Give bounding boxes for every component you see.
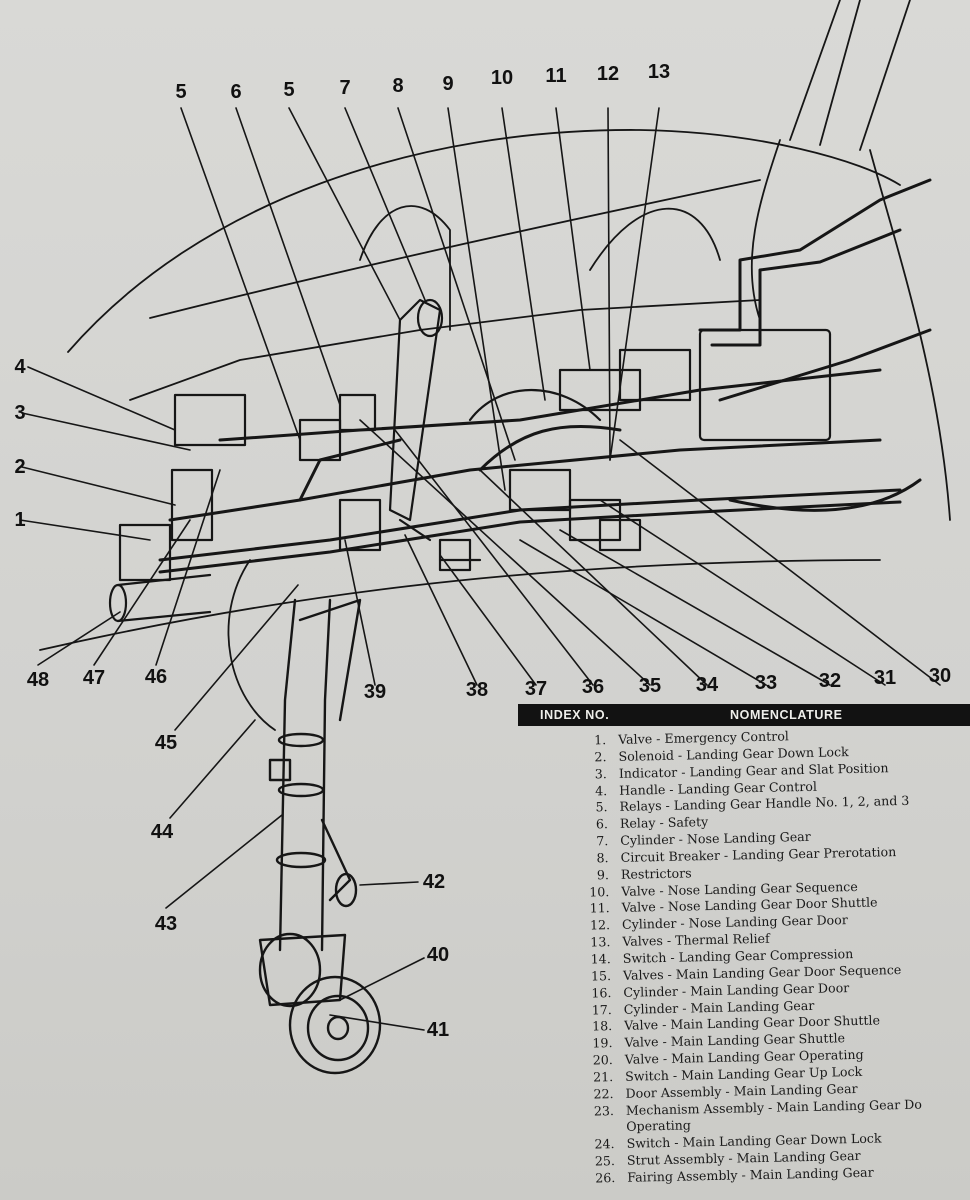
index-number: 16. bbox=[591, 984, 612, 1001]
index-number: 17. bbox=[591, 1001, 612, 1018]
callout-label: 5 bbox=[283, 79, 295, 101]
forward-tube bbox=[108, 573, 212, 623]
callout-label: 31 bbox=[873, 667, 897, 689]
callout-label: 36 bbox=[581, 676, 605, 698]
callout-label: 34 bbox=[695, 674, 719, 696]
index-number: 22. bbox=[593, 1085, 614, 1102]
callout-label: 32 bbox=[818, 670, 842, 692]
callout-label: 47 bbox=[82, 667, 106, 689]
callout-label: 37 bbox=[524, 678, 548, 700]
cockpit-components bbox=[118, 298, 832, 582]
index-no-header: INDEX NO. bbox=[540, 708, 610, 722]
nomenclature-text: Operating bbox=[626, 1117, 692, 1135]
gear-fairing bbox=[227, 559, 276, 731]
leader-lines bbox=[19, 107, 941, 1031]
callout-label: 12 bbox=[596, 63, 620, 85]
index-number: 10. bbox=[589, 883, 610, 900]
index-number: 25. bbox=[594, 1153, 616, 1169]
callout-label: 30 bbox=[928, 665, 952, 687]
index-number: 6. bbox=[595, 816, 609, 832]
index-number: 21. bbox=[593, 1068, 614, 1085]
index-number: 19. bbox=[592, 1035, 613, 1051]
index-nomenclature-table: INDEX NO. NOMENCLATURE 1.Valve - Emergen… bbox=[518, 704, 970, 1189]
index-number: 24. bbox=[594, 1136, 615, 1152]
index-number: 7. bbox=[596, 833, 609, 849]
tubing-runs bbox=[158, 178, 932, 574]
callout-label: 9 bbox=[442, 73, 454, 95]
nomenclature-text: Restrictors bbox=[620, 865, 692, 882]
index-number: 11. bbox=[589, 900, 610, 916]
callout-label: 43 bbox=[154, 913, 178, 935]
callout-label: 45 bbox=[154, 732, 178, 754]
index-number: 9. bbox=[596, 866, 610, 883]
nomenclature-header: NOMENCLATURE bbox=[730, 708, 843, 722]
callout-label: 42 bbox=[422, 871, 446, 893]
callout-label: 44 bbox=[150, 821, 174, 843]
index-number: 5. bbox=[595, 799, 608, 815]
index-number: 15. bbox=[590, 967, 612, 984]
index-number: 14. bbox=[590, 951, 611, 967]
callout-label: 10 bbox=[490, 67, 514, 89]
index-number: 8. bbox=[596, 850, 609, 866]
callout-label: 38 bbox=[465, 679, 489, 701]
index-number: 26. bbox=[595, 1169, 616, 1186]
index-number: 3. bbox=[594, 765, 608, 782]
index-number: 12. bbox=[589, 917, 611, 933]
callout-label: 46 bbox=[144, 666, 168, 688]
callout-label: 7 bbox=[339, 77, 351, 99]
callout-label: 40 bbox=[426, 944, 450, 966]
nose-gear-strut bbox=[258, 598, 362, 1007]
callout-label: 1 bbox=[14, 509, 26, 531]
callout-label: 11 bbox=[545, 65, 567, 87]
callout-label: 5 bbox=[175, 81, 187, 103]
callout-label: 2 bbox=[14, 456, 26, 478]
index-number: 20. bbox=[592, 1052, 613, 1068]
index-number: 13. bbox=[590, 934, 611, 950]
callout-label: 3 bbox=[14, 402, 26, 424]
index-number: 2. bbox=[594, 748, 607, 765]
callout-label: 35 bbox=[638, 675, 662, 697]
callout-label: 8 bbox=[392, 75, 404, 97]
index-number: 18. bbox=[591, 1018, 613, 1034]
index-number: 23. bbox=[593, 1102, 615, 1119]
callout-label: 48 bbox=[26, 669, 50, 691]
callout-label: 13 bbox=[647, 61, 671, 83]
callout-label: 6 bbox=[230, 81, 242, 103]
index-number: 1. bbox=[593, 732, 607, 748]
callout-label: 4 bbox=[14, 356, 26, 378]
callout-label: 41 bbox=[426, 1019, 450, 1041]
nomenclature-text: Relay - Safety bbox=[619, 814, 709, 832]
callout-label: 39 bbox=[363, 681, 387, 703]
callout-label: 33 bbox=[754, 672, 778, 694]
table-header: INDEX NO. NOMENCLATURE bbox=[518, 704, 970, 726]
nose-wheel bbox=[258, 932, 382, 1075]
index-number: 4. bbox=[595, 782, 608, 798]
